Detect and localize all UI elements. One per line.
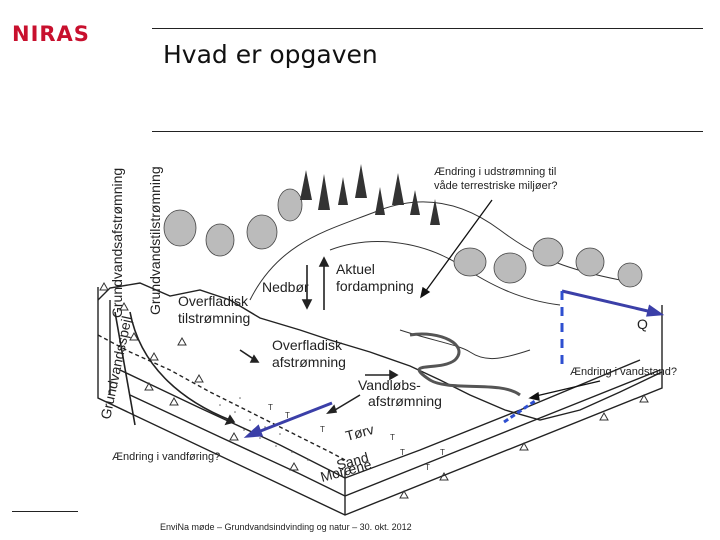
label-grundvandsafstromning: Grundvandsafstrømning [109, 168, 125, 318]
footer-rule [12, 511, 78, 512]
svg-text:T: T [400, 448, 405, 457]
annotation-vandforing: Ændring i vandføring? [112, 451, 221, 463]
conifer-trees [300, 164, 440, 225]
svg-text:T: T [390, 433, 395, 442]
vandstand-arrowhead [528, 391, 540, 401]
svg-text:T: T [285, 411, 290, 420]
label-q: Q [637, 316, 648, 332]
annotation-udstromning-line1: Ændring i udstrømning til [434, 166, 557, 178]
svg-text:T: T [320, 425, 325, 434]
annotation-pointers [420, 199, 601, 401]
vandforing-blue-arrowhead [243, 424, 264, 438]
process-arrows [114, 256, 399, 426]
niras-logo: NIRAS [12, 22, 90, 46]
slide-title: Hvad er opgaven [163, 40, 378, 69]
label-vandlobs-afstromning: afstrømning [368, 393, 442, 409]
svg-text:T: T [268, 403, 273, 412]
title-top-rule [152, 28, 703, 29]
water-level-markers [503, 291, 564, 424]
tree-clusters [163, 188, 643, 288]
label-afstromning: afstrømning [272, 354, 346, 370]
blue-arrows [243, 289, 665, 438]
label-grundvandsspejl: Grundvandsspejl [97, 315, 134, 421]
svg-text:T: T [425, 463, 430, 472]
udstromning-arrowhead [420, 286, 431, 299]
q-blue-arrowhead [646, 304, 665, 317]
soil-block [97, 282, 663, 516]
label-tilstromning: tilstrømning [178, 310, 250, 326]
label-nedbor: Nedbør [262, 279, 309, 295]
label-fordampning: fordampning [336, 278, 414, 294]
river [409, 332, 521, 397]
label-vandlobs: Vandløbs- [358, 377, 421, 393]
label-aktuel: Aktuel [336, 261, 375, 277]
label-torv: Tørv [344, 421, 376, 444]
label-overfladisk-1: Overfladisk [178, 293, 249, 309]
svg-text:T: T [440, 448, 445, 457]
annotation-udstromning-line2: våde terrestriske miljøer? [434, 180, 558, 192]
footer-text: EnviNa møde – Grundvandsindvinding og na… [160, 522, 412, 532]
label-overfladisk-2: Overfladisk [272, 337, 343, 353]
title-bottom-rule [152, 131, 703, 132]
moraine-triangles [99, 281, 649, 499]
label-grundvandstilstromning: Grundvandstilstrømning [147, 166, 163, 315]
annotation-vandstand: Ændring i vandstand? [570, 366, 678, 378]
